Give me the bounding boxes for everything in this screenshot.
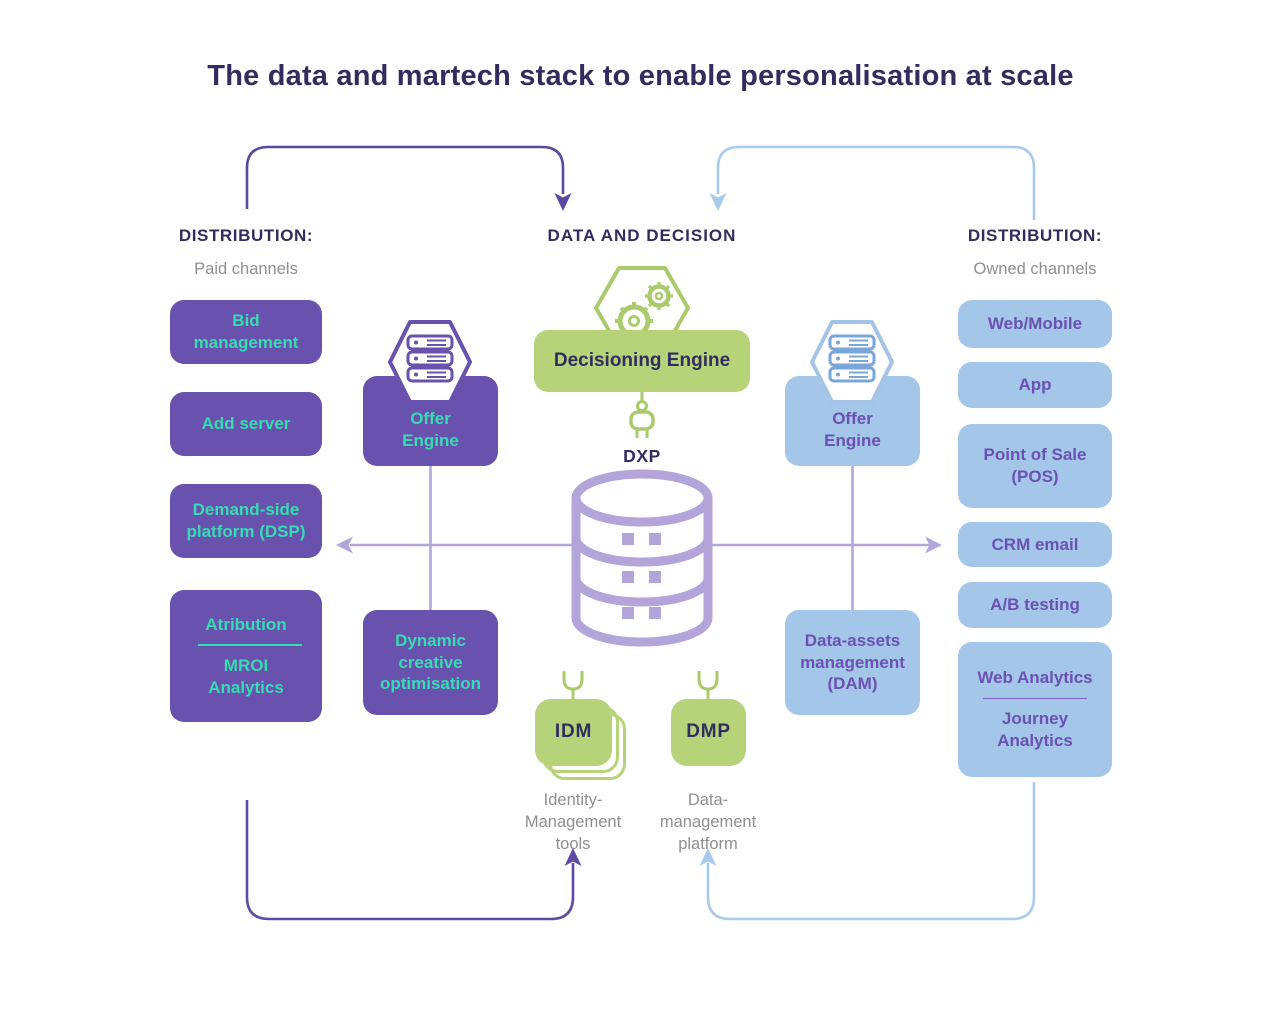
owned-channels-subheading: Owned channels [973,260,1097,278]
dxp-to-owned-arrowhead [925,536,942,554]
dxp-distribution-line [336,536,942,554]
node-attribution-mroi: Atribution MROI Analytics [170,590,322,722]
dxp-label: DXP [623,446,661,466]
split-divider [198,644,302,646]
paid-channels-subheading: Paid channels [194,260,298,278]
node-crm-email: CRM email [958,522,1112,567]
node-data-assets-management: Data-assets management (DAM) [785,610,920,715]
node-web-mobile: Web/Mobile [958,300,1112,348]
socket-cup-icon-dmp [697,671,719,699]
data-and-decision-heading: DATA AND DECISION [547,226,737,245]
dmp-caption: Data-management platform [659,791,757,853]
attribution-label: Atribution [205,614,287,634]
web-analytics-label: Web Analytics [977,668,1093,688]
node-point-of-sale: Point of Sale (POS) [958,424,1112,508]
node-offer-engine-right: Offer Engine [785,376,920,466]
node-demand-side-platform: Demand-side platform (DSP) [170,484,322,558]
idm-caption: Identity-Management tools [524,791,622,853]
split-divider [983,697,1087,700]
node-dynamic-creative-optimisation: Dynamic creative optimisation [363,610,498,715]
node-add-server: Add server [170,392,322,456]
socket-cup-icon-idm [562,671,584,699]
node-idm: IDM [535,699,612,766]
power-plug-icon [629,392,655,438]
dxp-to-dsp-arrowhead [336,536,353,554]
node-offer-engine-left: Offer Engine [363,376,498,466]
flow-owned-to-data-arrow [709,145,1036,220]
node-bid-management: Bid management [170,300,322,364]
mroi-analytics-label: MROI Analytics [208,655,284,697]
database-cylinder-icon [571,469,713,647]
paid-distribution-heading: DISTRIBUTION: [178,226,314,245]
node-dmp: DMP [671,699,746,766]
owned-distribution-heading: DISTRIBUTION: [967,226,1103,245]
page-title: The data and martech stack to enable per… [207,60,1074,92]
flow-paid-to-data-arrow [245,145,572,211]
node-web-journey-analytics: Web Analytics Journey Analytics [958,642,1112,777]
node-app: App [958,362,1112,408]
node-ab-testing: A/B testing [958,582,1112,628]
journey-analytics-label: Journey Analytics [997,709,1073,751]
node-decisioning-engine: Decisioning Engine [534,330,750,392]
